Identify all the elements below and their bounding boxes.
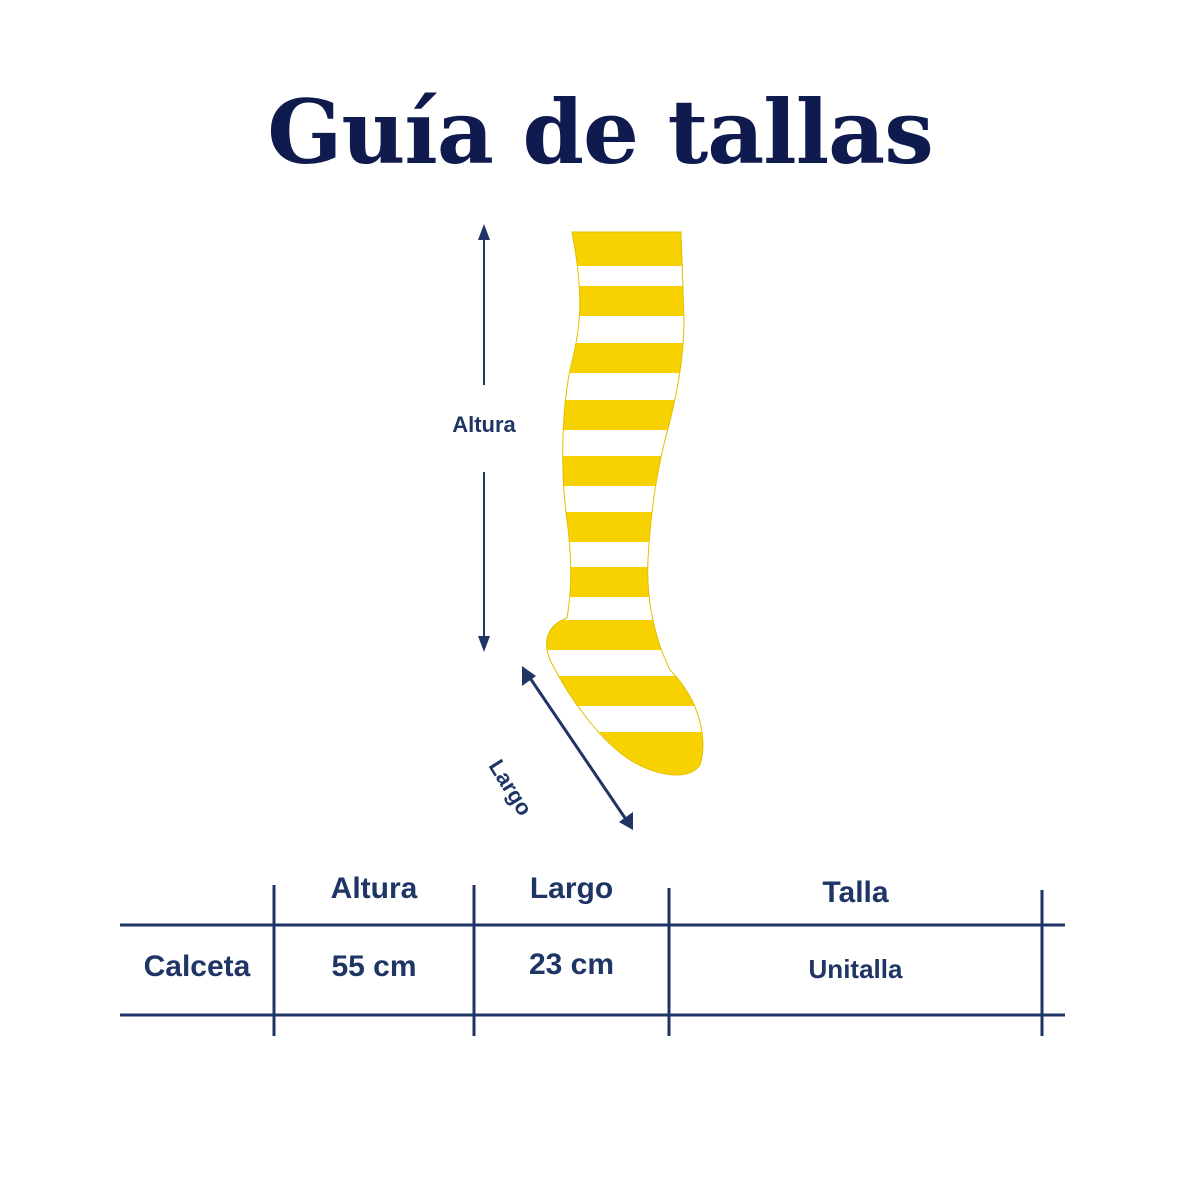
- header-talla: Talla: [822, 876, 889, 909]
- row-name-calceta: Calceta: [143, 950, 251, 983]
- length-arrow: [522, 666, 633, 830]
- header-largo: Largo: [529, 872, 614, 905]
- cell-largo: 23 cm: [528, 948, 615, 981]
- page-title: Guía de tallas: [267, 80, 933, 184]
- height-label: Altura: [452, 412, 516, 437]
- header-altura: Altura: [330, 872, 418, 905]
- size-table-grid: [120, 885, 1065, 1036]
- height-arrow: [478, 224, 490, 652]
- cell-altura: 55 cm: [331, 950, 417, 983]
- cell-talla: Unitalla: [808, 954, 903, 984]
- sock-illustration: [546, 231, 704, 776]
